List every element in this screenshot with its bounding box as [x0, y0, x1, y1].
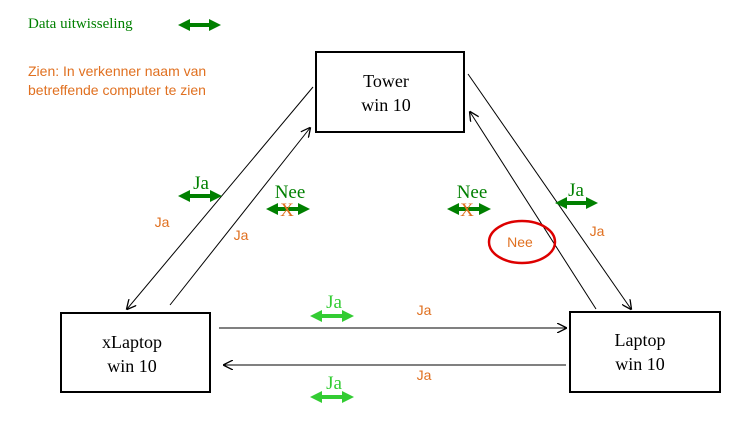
tr-exchange-nee-arrow-icon [447, 203, 491, 215]
tl-exchange-x-mark: X [280, 200, 294, 221]
node-laptop-os: win 10 [615, 354, 665, 374]
tl-exchange-ja-arrow-icon [178, 190, 222, 202]
arrow-tower-to-laptop [467, 73, 631, 309]
tl-exchange-nee-label: Nee [275, 182, 306, 203]
tr-exchange-x-mark: X [460, 200, 474, 221]
arrow-tower-to-xlaptop [127, 86, 314, 309]
bottom-exchange-ja-top-arrow-icon [310, 310, 354, 322]
legend-exchange-arrow-icon [178, 19, 221, 31]
arrow-xlaptop-to-tower [169, 128, 310, 306]
tl-see-ja-inner-label: Ja [234, 227, 249, 243]
tr-see-nee-circle [487, 219, 557, 265]
tl-exchange-nee-arrow-icon [266, 203, 310, 215]
node-xlaptop-os: win 10 [107, 356, 157, 376]
tr-see-nee-circled-label: Nee [507, 234, 533, 250]
node-laptop: Laptop win 10 [569, 311, 721, 393]
tr-exchange-ja-label: Ja [568, 180, 584, 201]
bottom-exchange-ja-bottom-label: Ja [326, 373, 342, 394]
node-laptop-name: Laptop [615, 330, 666, 350]
bottom-see-ja-top-label: Ja [417, 302, 432, 318]
tr-see-ja-label: Ja [590, 223, 605, 239]
tl-see-ja-outer-label: Ja [155, 214, 170, 230]
arrow-laptop-to-tower [470, 112, 597, 310]
tr-exchange-ja-arrow-icon [555, 197, 598, 209]
legend-see-label-line2: betreffende computer te zien [28, 82, 206, 98]
legend-exchange-label: Data uitwisseling [28, 16, 133, 32]
node-xlaptop: xLaptop win 10 [60, 312, 211, 393]
bottom-see-ja-bottom-label: Ja [417, 367, 432, 383]
bottom-exchange-ja-top-label: Ja [326, 292, 342, 313]
node-tower: Tower win 10 [315, 51, 465, 133]
tr-exchange-nee-label: Nee [457, 182, 488, 203]
bottom-exchange-ja-bottom-arrow-icon [310, 391, 354, 403]
node-xlaptop-name: xLaptop [102, 332, 162, 352]
node-tower-name: Tower [363, 71, 409, 91]
legend-see-label-line1: Zien: In verkenner naam van [28, 63, 206, 79]
tl-exchange-ja-label: Ja [193, 173, 209, 194]
node-tower-os: win 10 [361, 95, 411, 115]
